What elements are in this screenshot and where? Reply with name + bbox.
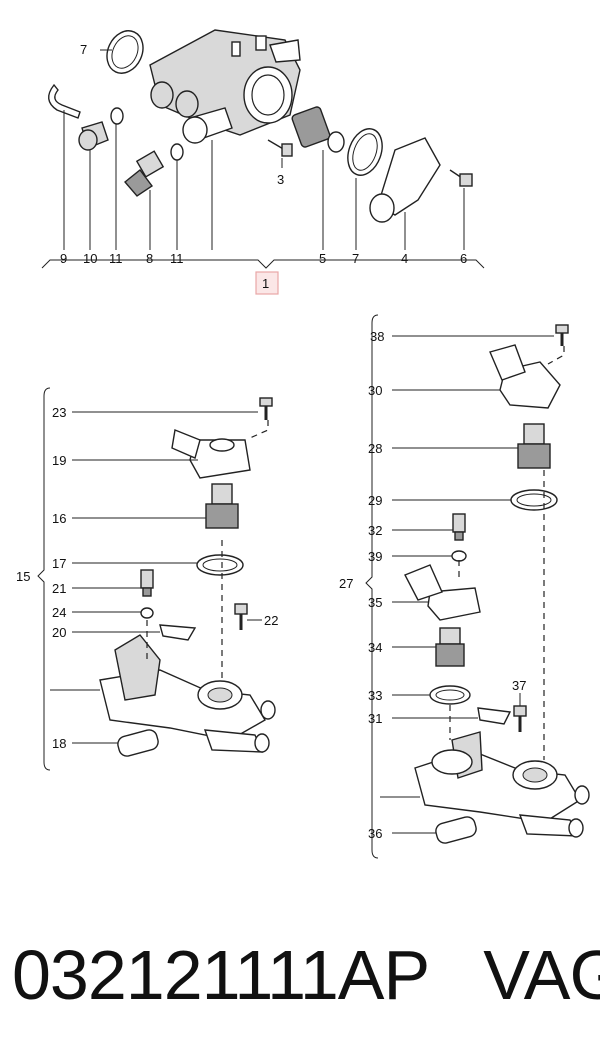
housing-outlet: [269, 39, 301, 63]
callout-31: 31: [368, 711, 382, 726]
callout-29: 29: [368, 493, 382, 508]
screw-23: [259, 397, 273, 407]
callout-39: 39: [368, 549, 382, 564]
left-assembly: 15: [16, 387, 278, 771]
bolt-37: [513, 705, 527, 717]
left-leader-lines: [50, 411, 262, 744]
callout-5: 5: [319, 251, 326, 266]
thermostat-28-top: [523, 423, 545, 445]
right-leader-lines: [380, 335, 554, 834]
seal-ring-24: [140, 607, 154, 619]
housing-cap-35: [427, 587, 481, 621]
callout-22: 22: [264, 613, 278, 628]
callout-32: 32: [368, 523, 382, 538]
left-assembly-brace: [37, 387, 51, 771]
callout-17: 17: [52, 556, 66, 571]
callout-1: 1: [262, 276, 269, 291]
callout-28: 28: [368, 441, 382, 456]
callout-24: 24: [52, 605, 66, 620]
seal-ring-39: [451, 550, 467, 562]
callout-3: 3: [277, 172, 284, 187]
callout-19: 19: [52, 453, 66, 468]
seal-ring-11b: [170, 143, 184, 161]
gasket-36: [435, 816, 477, 844]
part-number: 032121111AP: [12, 936, 429, 1014]
callout-33: 33: [368, 688, 382, 703]
thermostat-5: [291, 106, 331, 148]
callout-35: 35: [368, 595, 382, 610]
clip-20: [159, 624, 197, 641]
callout-23: 23: [52, 405, 66, 420]
top-assembly-brace: [41, 259, 485, 269]
bolt-3: [281, 143, 293, 157]
thermostat-16: [205, 503, 239, 529]
brand-name: VAG: [483, 936, 600, 1014]
top-leader-lines: [63, 49, 465, 250]
sensor-21: [140, 569, 154, 589]
callout-10: 10: [83, 251, 97, 266]
footer-part-number: 032121111AP VAG: [12, 935, 600, 1045]
callout-21: 21: [52, 581, 66, 596]
housing-port-left: [150, 81, 174, 109]
callout-15: 15: [16, 569, 30, 584]
callout-9: 9: [60, 251, 67, 266]
thermostat-28: [517, 443, 551, 469]
callout-36: 36: [368, 826, 382, 841]
callout-7-lower: 7: [352, 251, 359, 266]
callout-18: 18: [52, 736, 66, 751]
callout-11a: 11: [109, 251, 123, 266]
callout-7-upper: 7: [80, 42, 87, 57]
callout-20: 20: [52, 625, 66, 640]
callout-8: 8: [146, 251, 153, 266]
bolt-6: [459, 173, 473, 187]
bolt-22: [234, 603, 248, 615]
right-assembly-brace: [365, 314, 379, 859]
temperature-sensor-8: [123, 169, 154, 197]
thermostat-16-top: [211, 483, 233, 505]
retaining-clip-9: [48, 83, 81, 119]
callout-34: 34: [368, 640, 382, 655]
thermostat-34: [435, 643, 465, 667]
main-part-highlight: [255, 271, 279, 295]
callout-27: 27: [339, 576, 353, 591]
callout-11b: 11: [170, 251, 184, 266]
gasket-18: [117, 729, 159, 757]
clip-31: [477, 707, 512, 725]
seal-ring-11a: [110, 107, 124, 125]
sensor-32: [452, 513, 466, 533]
callout-6: 6: [460, 251, 467, 266]
callout-4: 4: [401, 251, 408, 266]
callout-37: 37: [512, 678, 526, 693]
callout-30: 30: [368, 383, 382, 398]
top-assembly: 7 3 9 10 11 8 11 5 7 4 6 1: [41, 29, 485, 295]
callout-38: 38: [370, 329, 384, 344]
right-assembly: 27: [339, 314, 590, 859]
callout-16: 16: [52, 511, 66, 526]
thermostat-34-top: [439, 627, 461, 645]
screw-38: [555, 324, 569, 334]
